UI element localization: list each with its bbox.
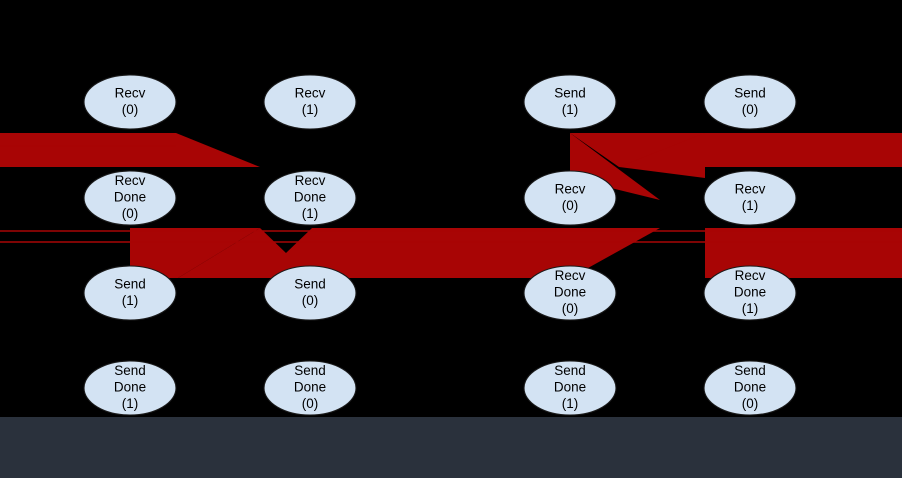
node-ellipse[interactable] bbox=[523, 265, 617, 321]
node-label-line: (1) bbox=[562, 396, 579, 411]
edge-band bbox=[312, 228, 570, 278]
node-ellipse[interactable] bbox=[523, 360, 617, 416]
node-ellipse[interactable] bbox=[83, 74, 177, 130]
node-label-line: (1) bbox=[562, 102, 579, 117]
node-label-line: Send bbox=[554, 363, 586, 378]
node-label-line: (1) bbox=[302, 102, 319, 117]
bottom-status-bar bbox=[0, 417, 902, 478]
node-label-line: (0) bbox=[742, 396, 759, 411]
node-label-line: Done bbox=[734, 285, 766, 300]
node-label-line: Done bbox=[114, 190, 146, 205]
node-ellipse[interactable] bbox=[263, 170, 357, 226]
node-label-line: (0) bbox=[302, 396, 319, 411]
node-layer: Recv(0)Recv(1)Send(1)Send(0)RecvDone(0)R… bbox=[83, 74, 797, 416]
node-label-line: Send bbox=[294, 276, 326, 291]
graph-node-n3[interactable]: Send (0) bbox=[703, 74, 797, 130]
node-label-line: Done bbox=[294, 190, 326, 205]
node-label-line: (1) bbox=[122, 293, 139, 308]
edge-wedge bbox=[619, 133, 705, 178]
node-label-line: Done bbox=[734, 380, 766, 395]
node-ellipse[interactable] bbox=[523, 74, 617, 130]
node-label-line: Recv bbox=[555, 268, 586, 283]
edge-wedge bbox=[570, 133, 705, 167]
edge-wedge bbox=[570, 228, 660, 278]
node-label-line: Recv bbox=[115, 173, 146, 188]
node-ellipse[interactable] bbox=[703, 360, 797, 416]
graph-node-n7[interactable]: Recv (1) bbox=[703, 170, 797, 226]
node-ellipse[interactable] bbox=[83, 265, 177, 321]
node-ellipse[interactable] bbox=[703, 170, 797, 226]
graph-node-n0[interactable]: Recv (0) bbox=[83, 74, 177, 130]
node-label-line: (0) bbox=[302, 293, 319, 308]
node-label-line: Recv bbox=[735, 181, 766, 196]
node-ellipse[interactable] bbox=[703, 265, 797, 321]
edge-wedge bbox=[260, 228, 312, 278]
node-label-line: Send bbox=[554, 85, 586, 100]
node-label-line: Recv bbox=[555, 181, 586, 196]
node-ellipse[interactable] bbox=[263, 265, 357, 321]
node-ellipse[interactable] bbox=[703, 74, 797, 130]
node-label-line: Send bbox=[294, 363, 326, 378]
node-label-line: Recv bbox=[115, 85, 146, 100]
node-label-line: Recv bbox=[295, 173, 326, 188]
node-label-line: Done bbox=[554, 380, 586, 395]
graph-node-n8[interactable]: Send (1) bbox=[83, 265, 177, 321]
node-ellipse[interactable] bbox=[263, 74, 357, 130]
node-label-line: Recv bbox=[295, 85, 326, 100]
node-ellipse[interactable] bbox=[83, 360, 177, 416]
node-label-line: Done bbox=[294, 380, 326, 395]
node-label-line: Done bbox=[554, 285, 586, 300]
node-label-line: (1) bbox=[742, 301, 759, 316]
node-label-line: (1) bbox=[122, 396, 139, 411]
node-label-line: (0) bbox=[562, 301, 579, 316]
node-label-line: (0) bbox=[742, 102, 759, 117]
node-label-line: Recv bbox=[735, 268, 766, 283]
node-ellipse[interactable] bbox=[523, 170, 617, 226]
edge-wedge bbox=[176, 133, 260, 167]
node-label-line: Send bbox=[114, 363, 146, 378]
graph-node-n6[interactable]: Recv (0) bbox=[523, 170, 617, 226]
graph-node-n1[interactable]: Recv (1) bbox=[263, 74, 357, 130]
node-label-line: (1) bbox=[742, 198, 759, 213]
node-label-line: Send bbox=[734, 363, 766, 378]
graph-node-n2[interactable]: Send (1) bbox=[523, 74, 617, 130]
node-label-line: Done bbox=[114, 380, 146, 395]
node-ellipse[interactable] bbox=[263, 360, 357, 416]
node-label-line: Send bbox=[734, 85, 766, 100]
node-label-line: (1) bbox=[302, 206, 319, 221]
node-label-line: (0) bbox=[562, 198, 579, 213]
node-label-line: (0) bbox=[122, 206, 139, 221]
node-ellipse[interactable] bbox=[83, 170, 177, 226]
node-label-line: (0) bbox=[122, 102, 139, 117]
graph-node-n9[interactable]: Send (0) bbox=[263, 265, 357, 321]
node-label-line: Send bbox=[114, 276, 146, 291]
edge-band bbox=[0, 133, 176, 167]
